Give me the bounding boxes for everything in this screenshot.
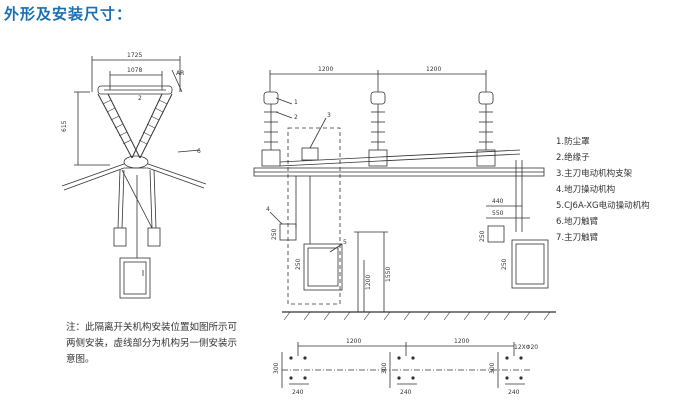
dim-1078: 1078 bbox=[127, 67, 142, 74]
base-dim-1200-b: 1200 bbox=[454, 338, 469, 345]
dim-1200-a: 1200 bbox=[318, 66, 333, 73]
legend-item: 3.主刀电动机构支架 bbox=[556, 169, 633, 179]
page-title: 外形及安装尺寸： bbox=[4, 5, 133, 23]
dim-1200-b: 1200 bbox=[426, 66, 441, 73]
base-dim-240-a: 240 bbox=[292, 389, 304, 396]
label-2-side: 2 bbox=[138, 95, 142, 102]
parts-legend: 1.防尘罩 2.绝缘子 3.主刀电动机构支架 4.地刀操动机构 5.CJ6A-X… bbox=[556, 134, 650, 246]
legend-item: 7.主刀触臂 bbox=[556, 233, 599, 243]
dim-250-a: 250 bbox=[271, 228, 278, 240]
label-1: 1 bbox=[294, 99, 298, 106]
front-view bbox=[253, 70, 556, 321]
label-6: 6 bbox=[197, 148, 201, 155]
label-2: 2 bbox=[294, 114, 298, 121]
base-dim-holes: 12XΦ20 bbox=[514, 344, 538, 351]
legend-item: 4.地刀操动机构 bbox=[556, 185, 616, 195]
dim-250-c: 250 bbox=[479, 230, 486, 242]
dim-1725: 1725 bbox=[127, 52, 142, 59]
legend-item: 2.绝缘子 bbox=[556, 153, 590, 163]
insulator-stack-3 bbox=[476, 91, 496, 167]
base-dim-240-c: 240 bbox=[508, 389, 520, 396]
label-4: 4 bbox=[266, 206, 270, 213]
dim-1550-v: 1550 bbox=[385, 267, 392, 282]
dim-1200-v: 1200 bbox=[365, 275, 372, 290]
insulator-stack-1 bbox=[261, 91, 281, 167]
base-dim-1200-a: 1200 bbox=[346, 338, 361, 345]
base-dim-300-b: 300 bbox=[381, 362, 388, 374]
base-plan bbox=[281, 342, 530, 388]
legend-item: 5.CJ6A-XG电动操动机构 bbox=[556, 201, 650, 211]
legend-item: 6.地刀触臂 bbox=[556, 217, 599, 227]
dim-615: 615 bbox=[61, 120, 68, 132]
installation-note: 注：此隔离开关机构安装位置如图所示可两侧安装，虚线部分为机构另一侧安装示意图。 bbox=[66, 322, 238, 365]
dim-ar: AR bbox=[176, 70, 184, 77]
insulator-stack-2 bbox=[368, 91, 388, 167]
base-dim-240-b: 240 bbox=[400, 389, 412, 396]
dim-250-d: 250 bbox=[501, 258, 508, 270]
base-dim-300-a: 300 bbox=[273, 362, 280, 374]
dim-250-b: 250 bbox=[295, 258, 302, 270]
label-5: 5 bbox=[343, 239, 347, 246]
dim-440: 440 bbox=[492, 198, 504, 205]
dim-550: 550 bbox=[492, 210, 504, 217]
label-3: 3 bbox=[327, 112, 331, 119]
side-view bbox=[61, 56, 207, 299]
legend-item: 1.防尘罩 bbox=[556, 137, 590, 147]
base-dim-300-c: 300 bbox=[489, 362, 496, 374]
